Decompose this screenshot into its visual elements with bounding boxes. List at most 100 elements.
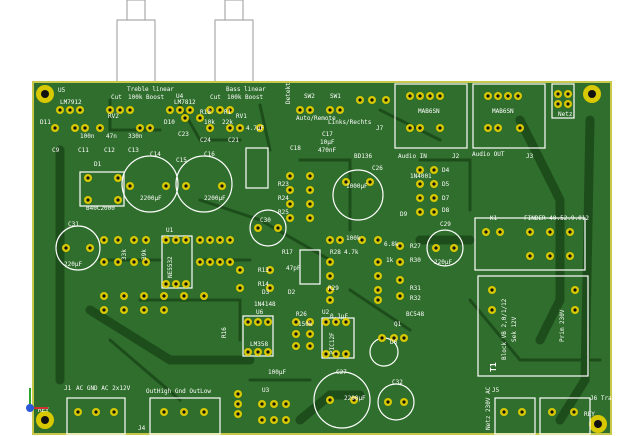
label-finder: FINDER-40.52.9.012	[524, 215, 589, 222]
transformer-t1	[477, 275, 589, 377]
label-c23: C23	[178, 131, 189, 138]
label-c12: C12	[104, 147, 115, 154]
label-47n: 47n	[106, 133, 117, 140]
label-r1: R1	[224, 109, 232, 116]
label-mab-left: MAB6SN	[418, 108, 440, 115]
label-330n: 330n	[128, 133, 143, 140]
label-j4: J4	[138, 425, 146, 432]
label-sek-12v: Sek 12V	[511, 316, 518, 342]
potentiometer-shafts	[116, 0, 254, 83]
label-rey-br: REY	[584, 411, 595, 418]
label-c32: C32	[392, 379, 403, 386]
label-6-8k: 6.8k	[384, 241, 399, 248]
label-c-bass: Cut	[210, 94, 221, 101]
label-47pf: 47pF	[286, 265, 301, 272]
label-470nf: 470nF	[318, 147, 336, 154]
label-d8: D8	[442, 207, 450, 214]
label-10uf: 10µF	[320, 139, 335, 146]
label-r25: R25	[278, 209, 289, 216]
label-r18: R18	[200, 109, 211, 116]
label-100uf: 100µF	[268, 369, 286, 376]
label-audio-out: Audio OUT	[472, 151, 505, 158]
label-c11: C11	[78, 147, 89, 154]
label-c31: C31	[68, 221, 79, 228]
label-100n: 100n	[80, 133, 95, 140]
label-j1: J1	[64, 385, 72, 392]
label-1n4001: 1N4001	[410, 173, 432, 180]
label-d10: D10	[164, 119, 175, 126]
label-rey-tl: REY	[38, 74, 49, 81]
label-r13: R13	[258, 267, 269, 274]
label-cap-2200-b: 2200µF	[204, 195, 226, 202]
label-u6: U6	[256, 309, 264, 316]
label-d3: D3	[262, 289, 270, 296]
label-c26: C26	[372, 165, 383, 172]
label-rey-tr: REY	[584, 74, 595, 81]
label-cap-220-b: 220µF	[434, 259, 452, 266]
label-r28: R28	[330, 249, 341, 256]
label-bass-linear: Bass linear	[226, 86, 266, 93]
label-4-7k: 4.7k	[344, 249, 359, 256]
label-c14: C14	[150, 151, 161, 158]
label-prim-230v: Prim 230V	[559, 309, 566, 342]
label-auto-remote: Auto/Remote	[296, 115, 336, 122]
label-boost-treble: Boost	[146, 94, 164, 101]
label-netz-230: Netz 230V AC	[485, 386, 492, 430]
label-u1: U1	[166, 227, 174, 234]
label-r17: R17	[282, 249, 293, 256]
label-k1: K1	[490, 215, 498, 222]
label-rey-bl: REY	[38, 407, 49, 414]
label-r29: R29	[328, 285, 339, 292]
label-c18: C18	[290, 145, 301, 152]
label-0-1uf: 0.1µF	[330, 313, 348, 320]
label-links-rechts: Links/Rechts	[328, 119, 372, 126]
label-33k: 33k	[121, 249, 128, 260]
label-j7: J7	[376, 125, 384, 132]
label-c21: C21	[228, 137, 239, 144]
label-u3: U3	[262, 387, 270, 394]
label-c16: C16	[204, 151, 215, 158]
label-sw2: SW2	[304, 93, 315, 100]
label-netz-top: Netz	[558, 111, 573, 118]
electrolytic-capacitors	[55, 155, 464, 429]
label-block: Block VB 2,0/1/12	[501, 298, 508, 360]
label-c29: C29	[440, 221, 451, 228]
label-d1: D1	[94, 161, 102, 168]
label-j2: J2	[452, 153, 460, 160]
label-rv1: RV1	[236, 113, 247, 120]
label-q1: Q1	[394, 321, 402, 328]
label-u2: U2	[322, 309, 330, 316]
label-39k: 39k	[141, 249, 148, 260]
label-lm7812: LM7812	[174, 99, 196, 106]
component-pads	[51, 90, 579, 424]
label-r16: R16	[221, 327, 228, 338]
label-r24: R24	[278, 195, 289, 202]
label-boost-bass: Boost	[245, 94, 263, 101]
label-j1-desc: AC GND AC 2x12V	[76, 385, 131, 392]
label-c17: C17	[322, 131, 333, 138]
label-bd136: BD136	[354, 153, 372, 160]
label-j3: J3	[526, 153, 534, 160]
label-r23: R23	[278, 181, 289, 188]
relay-k1	[474, 217, 586, 271]
label-150k: 150k	[298, 321, 313, 328]
label-u5: U5	[58, 87, 66, 94]
label-1n4148: 1N4148	[254, 301, 276, 308]
label-c15: C15	[176, 157, 187, 164]
label-r27: R27	[410, 243, 421, 250]
label-t1: T1	[489, 362, 498, 372]
label-d4: D4	[442, 167, 450, 174]
label-b40c2000: B40C2000	[86, 205, 115, 212]
label-10k: 10k	[204, 119, 215, 126]
pcb-board	[32, 81, 612, 435]
label-100k-treble: 100k	[128, 94, 143, 101]
label-j5: J5	[492, 387, 500, 394]
label-lm7912: LM7912	[60, 99, 82, 106]
label-100k: 100k	[346, 235, 361, 242]
label-r14: R14	[258, 281, 269, 288]
label-c24: C24	[200, 137, 211, 144]
label-detect: Detekt	[285, 82, 292, 104]
axis-gizmo	[26, 388, 48, 412]
label-d7: D7	[442, 195, 450, 202]
